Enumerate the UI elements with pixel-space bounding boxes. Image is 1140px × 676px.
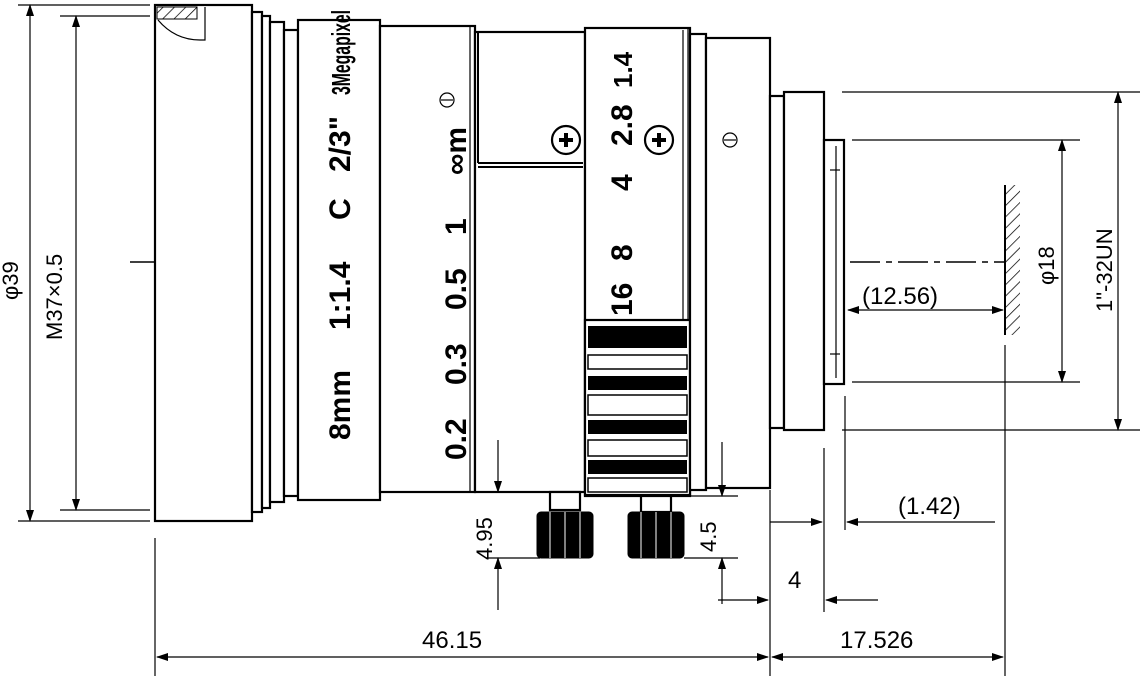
iris-scale-2: 4 <box>606 174 639 191</box>
focus-scale-0: 0.2 <box>440 418 473 460</box>
dim-screw-4.95: 4.95 <box>472 440 540 610</box>
rear-length-label: 17.526 <box>840 627 913 654</box>
focus-scale-4: ∞m <box>440 127 473 175</box>
dim-m37 <box>60 15 150 511</box>
focus-scale: 0.2 0.3 0.5 1 ∞m <box>440 127 473 460</box>
diameter-18-label: φ18 <box>1034 246 1059 285</box>
focus-scale-2: 0.5 <box>440 268 473 310</box>
lens-body <box>153 3 846 523</box>
iris-scale-0: 16 <box>606 283 639 316</box>
thread-m37-label: M37×0.5 <box>42 254 67 340</box>
iris-scale: 16 8 4 2.8 1.4 <box>606 51 639 316</box>
focus-scale-3: 1 <box>440 218 473 235</box>
dim-mount-offset: (1.42) <box>770 396 995 612</box>
dim-diameter-39: φ39 M37×0.5 <box>0 4 150 522</box>
iris-scale-3: 2.8 <box>606 104 639 146</box>
rear-body <box>688 32 708 492</box>
set-screw-right <box>627 494 685 559</box>
image-plane <box>1004 185 1020 335</box>
screw-height-2-label: 4.5 <box>696 521 721 552</box>
body-length-label: 46.15 <box>422 627 482 654</box>
dim-flange-back: (12.56) <box>847 283 1004 314</box>
screw-height-1-label: 4.95 <box>472 517 497 560</box>
thread-1-32un-label: 1"-32UN <box>1092 228 1117 312</box>
dim-thread-1-32un: 1"-32UN <box>842 91 1140 431</box>
dim-diameter-18: φ18 <box>852 139 1080 383</box>
c-mount-thread <box>768 94 786 430</box>
aperture-ratio-label: 1:1.4 <box>324 261 357 330</box>
iris-knurl <box>583 318 692 497</box>
front-barrel <box>153 3 254 523</box>
format-label: 2/3" <box>324 116 357 172</box>
megapixel-label: 3Megapixel <box>326 10 356 95</box>
iris-scale-1: 8 <box>606 244 639 261</box>
focus-scale-1: 0.3 <box>440 343 473 385</box>
set-screw-left <box>536 490 594 559</box>
diameter-39-label: φ39 <box>0 261 23 300</box>
mount-offset-label: (1.42) <box>898 493 961 520</box>
focal-info-ring <box>296 18 382 502</box>
mount-label: C <box>324 198 357 220</box>
dim-overall: 46.15 17.526 <box>154 345 1006 676</box>
focal-length-label: 8mm <box>324 370 357 440</box>
focus-ring <box>378 24 477 494</box>
iris-scale-4: 1.4 <box>608 51 638 88</box>
flange-back-label: (12.56) <box>862 283 938 310</box>
dim-screw-4.5: 4.5 <box>684 442 738 604</box>
dim-flange-gap: 4 <box>718 567 878 604</box>
flange-gap-label: 4 <box>788 567 801 594</box>
focal-ring-text: 8mm 1:1.4 C 2/3" 3Megapixel <box>324 10 357 440</box>
